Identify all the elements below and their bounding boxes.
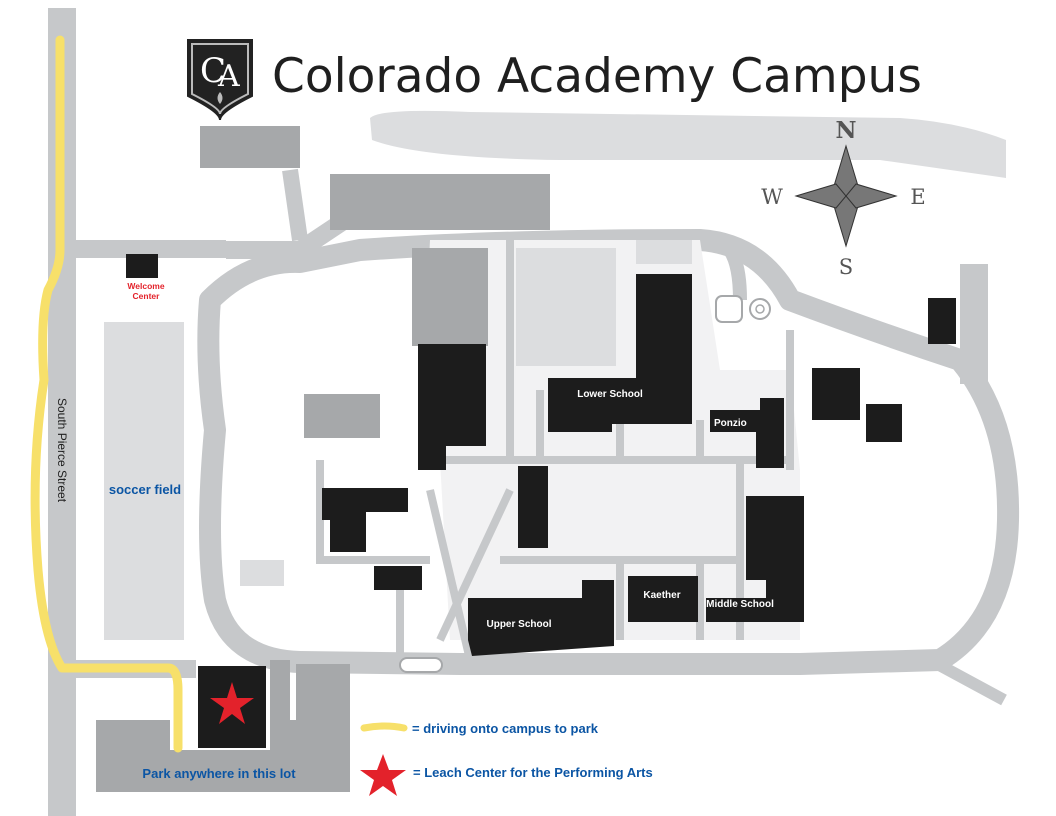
top-field-area — [370, 110, 1006, 178]
soccer-field — [104, 322, 184, 640]
flame-icon — [217, 92, 223, 104]
star-legend-label: = Leach Center for the Performing Arts — [413, 765, 653, 780]
page-title: Colorado Academy Campus — [272, 49, 922, 104]
route-legend-swatch — [360, 722, 408, 732]
west-lot — [304, 394, 380, 438]
map-legend: = driving onto campus to park = Leach Ce… — [360, 721, 653, 796]
southwest-building — [374, 566, 422, 590]
upper-school-label: Upper School — [486, 619, 551, 630]
logo-letter-a: A — [217, 59, 240, 94]
east-building-3 — [928, 298, 956, 344]
middle-school-building — [706, 496, 804, 622]
leach-center-star-icon[interactable] — [210, 682, 254, 724]
buildings — [126, 254, 956, 748]
compass-west: W — [761, 185, 783, 209]
upper-left-lot — [200, 126, 300, 168]
east-building-1 — [812, 368, 860, 420]
kaether-label: Kaether — [643, 590, 680, 601]
compass-east: E — [910, 185, 925, 209]
lower-school-label: Lower School — [577, 389, 643, 400]
academy-logo: C A — [187, 39, 253, 121]
driving-route — [30, 35, 183, 753]
route-legend-label: = driving onto campus to park — [412, 721, 599, 736]
compass-south: S — [839, 255, 853, 279]
compass-north: N — [835, 117, 856, 144]
lower-school-building — [548, 274, 692, 432]
parking-lot-label: Park anywhere in this lot — [142, 766, 296, 781]
ponzio-label: Ponzio — [714, 418, 747, 429]
welcome-center-building — [126, 254, 158, 278]
welcome-center-label-line1: Welcome — [127, 281, 164, 291]
west-building — [322, 488, 408, 552]
star-legend-icon — [360, 754, 406, 796]
walkways — [316, 240, 794, 661]
soccer-field-label: soccer field — [109, 482, 181, 497]
compass-icon: N S E W — [761, 117, 925, 279]
welcome-center-label-line2: Center — [133, 291, 161, 301]
top-lot — [330, 174, 550, 230]
east-building-2 — [866, 404, 902, 442]
upper-school-building — [468, 580, 614, 656]
ponzio-building — [710, 398, 784, 468]
logo-letter-c: C — [200, 51, 226, 91]
library-building — [418, 344, 486, 470]
entry-road — [76, 240, 226, 258]
kaether-building — [628, 576, 698, 622]
parking-lot — [96, 660, 350, 792]
center-building — [518, 466, 548, 548]
middle-school-label: Middle School — [706, 599, 774, 610]
street-label: South Pierce Street — [55, 398, 69, 503]
